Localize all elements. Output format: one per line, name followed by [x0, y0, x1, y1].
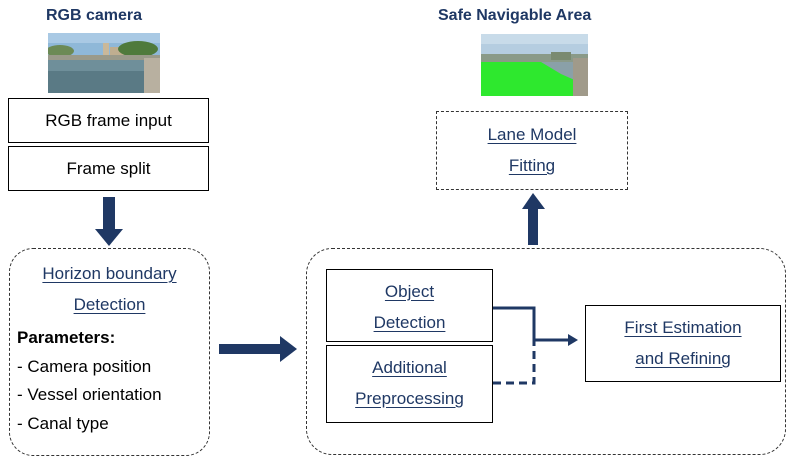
- horizon-boundary-group: [9, 248, 210, 456]
- parameters-label: Parameters:: [17, 328, 116, 347]
- safe-navigable-area-title: Safe Navigable Area: [438, 7, 592, 24]
- frame-split-box: Frame split: [8, 146, 209, 191]
- horizon-title-line2: Detection: [73, 295, 146, 314]
- right-arrow-icon: [219, 336, 297, 362]
- processing-group: [306, 248, 786, 455]
- lane-model-line2: Fitting: [508, 156, 556, 175]
- object-detection-title[interactable]: Object Detection: [326, 276, 493, 338]
- first-estimation-line1: First Estimation: [624, 318, 742, 337]
- object-detection-line1: Object: [384, 282, 435, 301]
- rgb-frame-input-label: RGB frame input: [45, 110, 172, 130]
- parameter-camera-position: - Camera position: [17, 356, 152, 376]
- frame-split-label: Frame split: [66, 158, 151, 178]
- first-estimation-line2: and Refining: [635, 349, 731, 368]
- horizon-boundary-detection-title[interactable]: Horizon boundary Detection: [9, 258, 210, 320]
- object-detection-box: [326, 269, 493, 342]
- lane-model-fitting-title[interactable]: Lane Model Fitting: [436, 119, 628, 181]
- rgb-camera-photo: [48, 33, 160, 93]
- first-estimation-title[interactable]: First Estimation and Refining: [585, 312, 781, 374]
- first-estimation-box: [585, 305, 781, 382]
- additional-line1: Additional: [372, 358, 447, 377]
- additional-preprocessing-box: [326, 345, 493, 423]
- parameter-vessel-orientation: - Vessel orientation: [17, 385, 162, 404]
- safe-area-photo: [481, 34, 588, 96]
- lane-model-fitting-box: [436, 111, 628, 190]
- parameter-canal-type: - Canal type: [17, 413, 109, 433]
- down-arrow-icon: [95, 197, 123, 246]
- parameters-list: Parameters: - Camera position - Vessel o…: [17, 324, 162, 438]
- object-detection-line2: Detection: [373, 313, 446, 332]
- additional-line2: Preprocessing: [355, 389, 464, 408]
- dashed-connector: [493, 340, 536, 385]
- solid-connector: [493, 306, 578, 346]
- up-arrow-icon: [522, 193, 545, 245]
- additional-preprocessing-title[interactable]: Additional Preprocessing: [326, 352, 493, 414]
- rgb-camera-title: RGB camera: [46, 7, 143, 24]
- horizon-title-line1: Horizon boundary: [42, 264, 177, 283]
- lane-model-line1: Lane Model: [487, 125, 577, 144]
- rgb-frame-input-box: RGB frame input: [8, 98, 209, 143]
